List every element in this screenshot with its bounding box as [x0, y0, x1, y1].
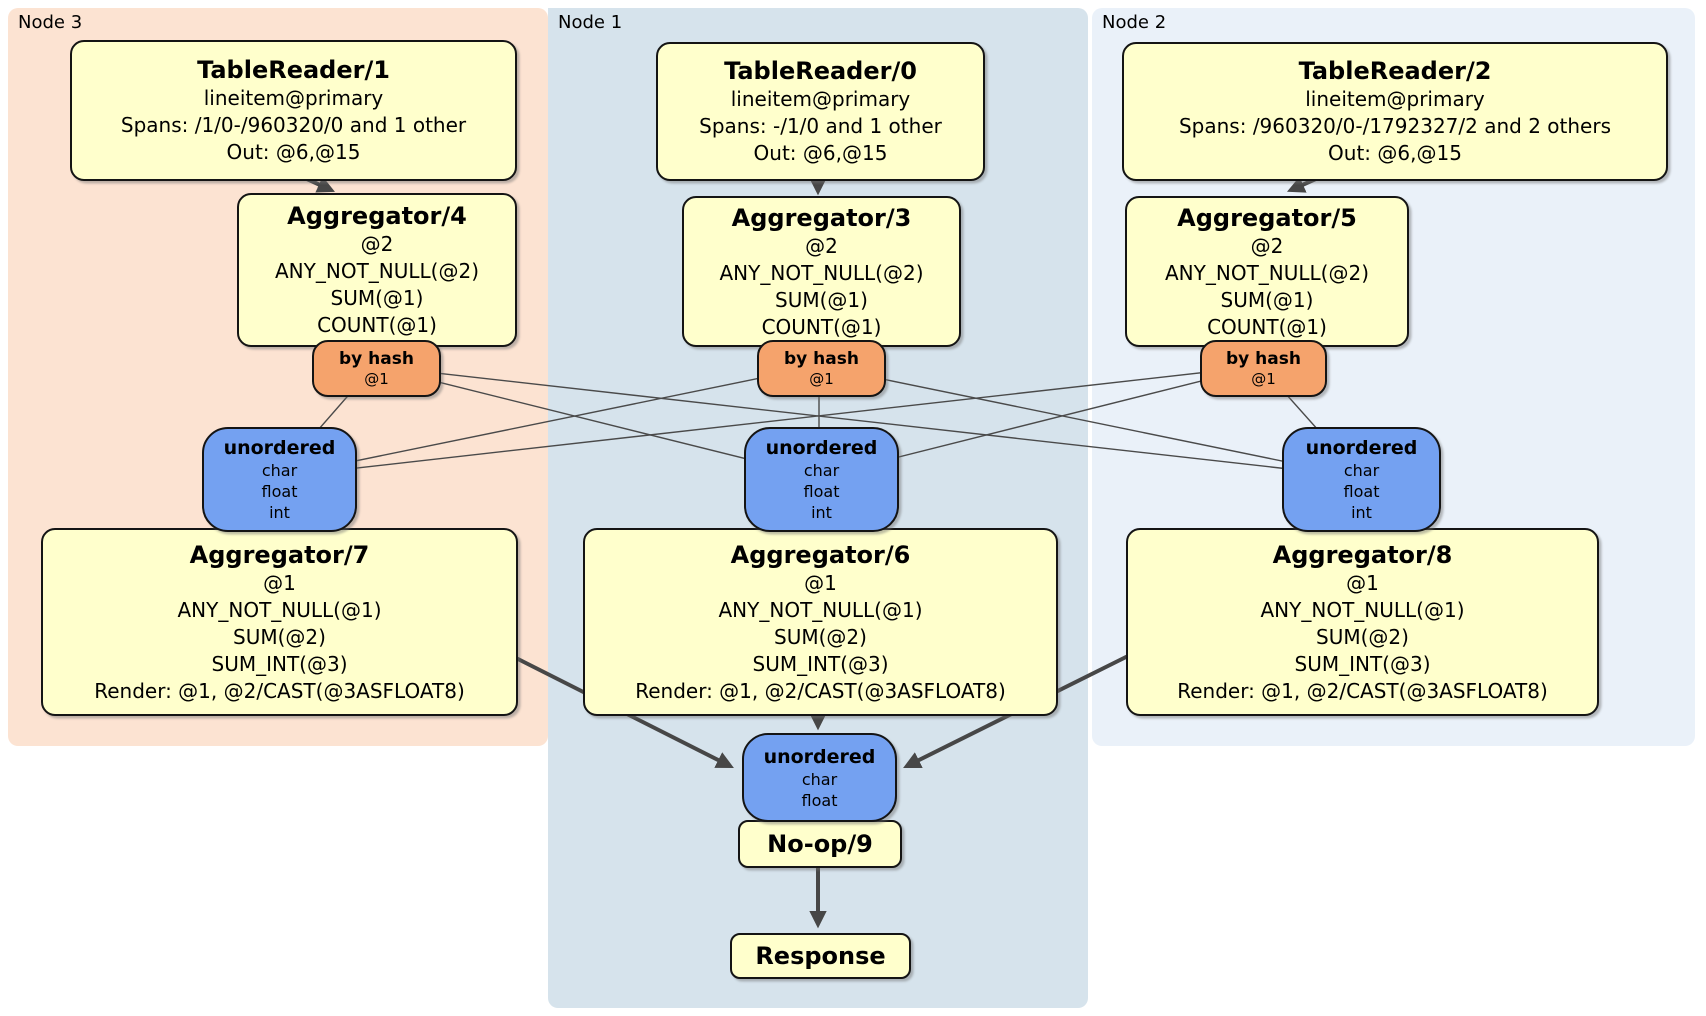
processor-line: Out: @6,@15 [753, 141, 888, 165]
router-by-hash-right: by hash @1 [1200, 340, 1327, 397]
processor-aggregator-6: Aggregator/6 @1 ANY_NOT_NULL(@1) SUM(@2)… [583, 528, 1058, 716]
processor-tablereader-0: TableReader/0 lineitem@primary Spans: -/… [656, 42, 985, 181]
processor-line: SUM(@2) [774, 624, 867, 649]
router-detail: @1 [809, 370, 834, 388]
router-by-hash-center: by hash @1 [757, 340, 886, 397]
processor-line: lineitem@primary [730, 87, 911, 111]
processor-title: Aggregator/6 [730, 540, 911, 569]
processor-line: COUNT(@1) [761, 314, 882, 339]
processor-aggregator-3: Aggregator/3 @2 ANY_NOT_NULL(@2) SUM(@1)… [682, 196, 961, 347]
processor-line: ANY_NOT_NULL(@2) [1165, 260, 1369, 285]
processor-line: @1 [1346, 570, 1379, 595]
processor-title: TableReader/1 [197, 56, 390, 84]
processor-line: Spans: /1/0-/960320/0 and 1 other [120, 113, 467, 137]
edge-hashL-syncR [373, 365, 1361, 478]
processor-tablereader-1: TableReader/1 lineitem@primary Spans: /1… [70, 40, 517, 181]
processor-line: SUM_INT(@3) [752, 651, 889, 676]
sync-title: unordered [1305, 437, 1418, 459]
node1-label: Node 1 [558, 12, 623, 33]
processor-line: lineitem@primary [1305, 87, 1485, 111]
sync-type: int [269, 503, 290, 522]
processor-line: Spans: -/1/0 and 1 other [699, 114, 942, 138]
edge-hashC-syncR [818, 365, 1361, 478]
processor-line: Render: @1, @2/CAST(@3ASFLOAT8) [1177, 678, 1548, 703]
sync-unordered-right: unordered char float int [1282, 427, 1441, 532]
processor-aggregator-5: Aggregator/5 @2 ANY_NOT_NULL(@2) SUM(@1)… [1125, 196, 1409, 347]
sync-type: int [1351, 503, 1372, 522]
processor-line: SUM(@1) [330, 286, 424, 310]
processor-line: ANY_NOT_NULL(@1) [177, 597, 382, 622]
processor-line: COUNT(@1) [317, 313, 437, 337]
processor-line: Spans: /960320/0-/1792327/2 and 2 others [1178, 114, 1611, 138]
sync-title: unordered [223, 437, 336, 459]
processor-noop-9: No-op/9 [738, 820, 902, 868]
router-by-hash-left: by hash @1 [312, 340, 441, 397]
router-detail: @1 [364, 370, 389, 388]
sync-unordered-left: unordered char float int [202, 427, 357, 532]
processor-line: Render: @1, @2/CAST(@3ASFLOAT8) [94, 678, 465, 703]
processor-line: Out: @6,@15 [226, 140, 361, 164]
node2-label: Node 2 [1102, 12, 1167, 33]
processor-line: lineitem@primary [203, 86, 384, 110]
edge-hashR-syncL [276, 365, 1262, 478]
processor-line: @2 [1250, 233, 1284, 258]
processor-line: @1 [263, 570, 296, 595]
sync-type: float [801, 790, 838, 810]
sync-type: char [1343, 461, 1380, 480]
sync-unordered-final: unordered char float [742, 733, 897, 822]
processor-line: ANY_NOT_NULL(@1) [718, 597, 923, 622]
processor-line: SUM(@2) [233, 624, 326, 649]
router-detail: @1 [1251, 370, 1276, 388]
sync-type: char [803, 461, 840, 480]
sync-type: char [801, 769, 838, 789]
processor-line: SUM(@1) [1220, 287, 1314, 312]
sync-title: unordered [765, 437, 878, 459]
router-title: by hash [339, 349, 414, 369]
processor-line: @2 [805, 233, 838, 258]
processor-title: No-op/9 [767, 830, 873, 858]
processor-aggregator-8: Aggregator/8 @1 ANY_NOT_NULL(@1) SUM(@2)… [1126, 528, 1599, 716]
processor-line: ANY_NOT_NULL(@2) [719, 260, 924, 285]
processor-title: Aggregator/5 [1177, 203, 1357, 232]
processor-line: SUM_INT(@3) [1294, 651, 1431, 676]
sync-type: float [261, 482, 298, 501]
processor-line: @2 [360, 232, 394, 256]
processor-line: SUM(@1) [775, 287, 868, 312]
processor-line: ANY_NOT_NULL(@2) [275, 259, 479, 283]
sync-type: int [811, 503, 832, 522]
processor-title: Aggregator/3 [731, 203, 912, 232]
processor-line: SUM(@2) [1316, 624, 1409, 649]
sync-title: unordered [763, 745, 876, 768]
node3-label: Node 3 [18, 12, 83, 33]
processor-line: Render: @1, @2/CAST(@3ASFLOAT8) [635, 678, 1006, 703]
sync-type: float [803, 482, 840, 501]
processor-line: COUNT(@1) [1207, 314, 1327, 339]
processor-title: Aggregator/7 [189, 540, 370, 569]
processor-line: Out: @6,@15 [1328, 141, 1462, 165]
router-title: by hash [1226, 349, 1301, 369]
sync-type: float [1343, 482, 1380, 501]
sync-unordered-center: unordered char float int [744, 427, 899, 532]
processor-line: ANY_NOT_NULL(@1) [1260, 597, 1465, 622]
processor-aggregator-7: Aggregator/7 @1 ANY_NOT_NULL(@1) SUM(@2)… [41, 528, 518, 716]
processor-line: @1 [804, 570, 837, 595]
processor-title: Aggregator/8 [1272, 540, 1453, 569]
response-box: Response [730, 933, 911, 979]
processor-line: SUM_INT(@3) [211, 651, 348, 676]
processor-title: TableReader/0 [724, 57, 917, 85]
processor-aggregator-4: Aggregator/4 @2 ANY_NOT_NULL(@2) SUM(@1)… [237, 193, 517, 347]
processor-title: Aggregator/4 [287, 202, 467, 230]
response-title: Response [755, 942, 886, 970]
processor-tablereader-2: TableReader/2 lineitem@primary Spans: /9… [1122, 42, 1668, 181]
processor-title: TableReader/2 [1298, 57, 1492, 85]
router-title: by hash [784, 349, 859, 369]
sync-type: char [261, 461, 298, 480]
edge-hashC-syncL [276, 365, 820, 478]
